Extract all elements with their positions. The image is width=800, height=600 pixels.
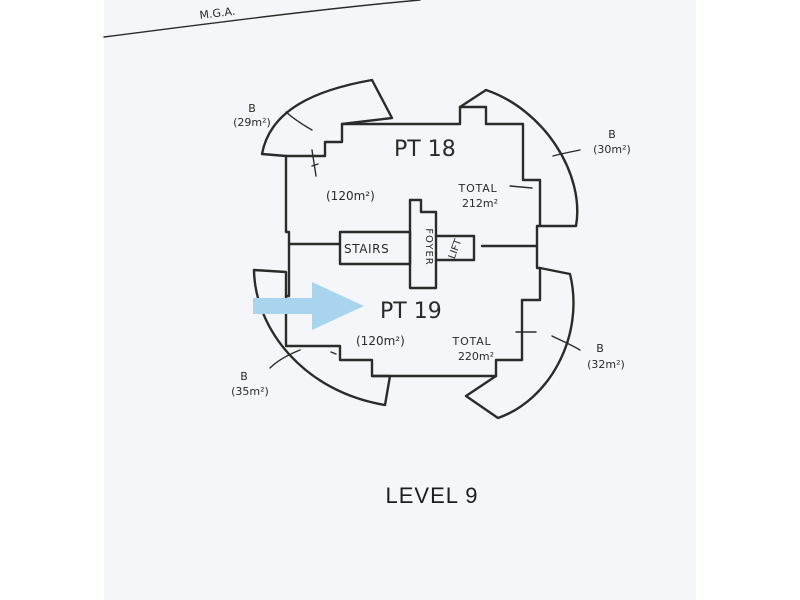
leader-internal-19 bbox=[330, 351, 337, 355]
balcony-1-code: B bbox=[248, 102, 256, 115]
balcony-label-1: B (29m²) bbox=[233, 102, 271, 129]
unit-19-internal-area: (120m²) bbox=[356, 334, 405, 348]
unit-18-internal-area: (120m²) bbox=[326, 189, 375, 203]
balcony-label-3: B (35m²) bbox=[231, 370, 269, 398]
balcony-label-4: B (32m²) bbox=[587, 342, 625, 371]
leader-total-18 bbox=[509, 185, 533, 189]
internal-mark bbox=[311, 149, 319, 177]
leader-b3 bbox=[269, 349, 301, 369]
lift-label: LIFT bbox=[447, 237, 465, 261]
balcony-top-left bbox=[260, 78, 394, 158]
lift-box bbox=[434, 234, 476, 262]
unit-18-total-label: TOTAL bbox=[458, 182, 498, 195]
balcony-2-area: (30m²) bbox=[593, 143, 631, 156]
balcony-4-code: B bbox=[596, 342, 604, 355]
leader-b4 bbox=[551, 335, 581, 351]
leader-b1 bbox=[285, 111, 313, 131]
balcony-top-right bbox=[458, 88, 579, 228]
core: STAIRS FOYER LIFT bbox=[338, 198, 476, 290]
unit-18-name: PT 18 bbox=[394, 137, 456, 162]
unit-pt18: PT 18 (120m²) TOTAL 212m² bbox=[326, 137, 498, 210]
leader-b2 bbox=[552, 149, 581, 157]
unit-19-name: PT 19 bbox=[380, 299, 442, 324]
foyer-box bbox=[408, 198, 438, 290]
mga-reference: M.G.A. bbox=[103, 0, 421, 38]
plan-sheet bbox=[104, 0, 696, 600]
mga-line bbox=[103, 0, 421, 38]
unit-pt19: PT 19 (120m²) TOTAL 220m² bbox=[356, 299, 494, 363]
balcony-4-area: (32m²) bbox=[587, 358, 625, 371]
unit-19-total-area: 220m² bbox=[458, 350, 494, 363]
level-title: LEVEL 9 bbox=[385, 483, 478, 508]
mga-label: M.G.A. bbox=[199, 5, 236, 22]
balcony-bottom-right bbox=[464, 266, 575, 420]
party-wall bbox=[287, 242, 539, 248]
balcony-3-area: (35m²) bbox=[231, 385, 269, 398]
balcony-1-area: (29m²) bbox=[233, 116, 271, 129]
balcony-3-code: B bbox=[240, 370, 248, 383]
stairs-label: STAIRS bbox=[344, 242, 389, 256]
balcony-label-2: B (30m²) bbox=[593, 128, 631, 156]
arrow-right-icon bbox=[253, 282, 364, 330]
foyer-label: FOYER bbox=[423, 228, 434, 265]
building-outline bbox=[284, 105, 542, 378]
unit-19-total-label: TOTAL bbox=[452, 335, 492, 348]
balcony-2-code: B bbox=[608, 128, 616, 141]
unit-18-total-area: 212m² bbox=[462, 197, 498, 210]
